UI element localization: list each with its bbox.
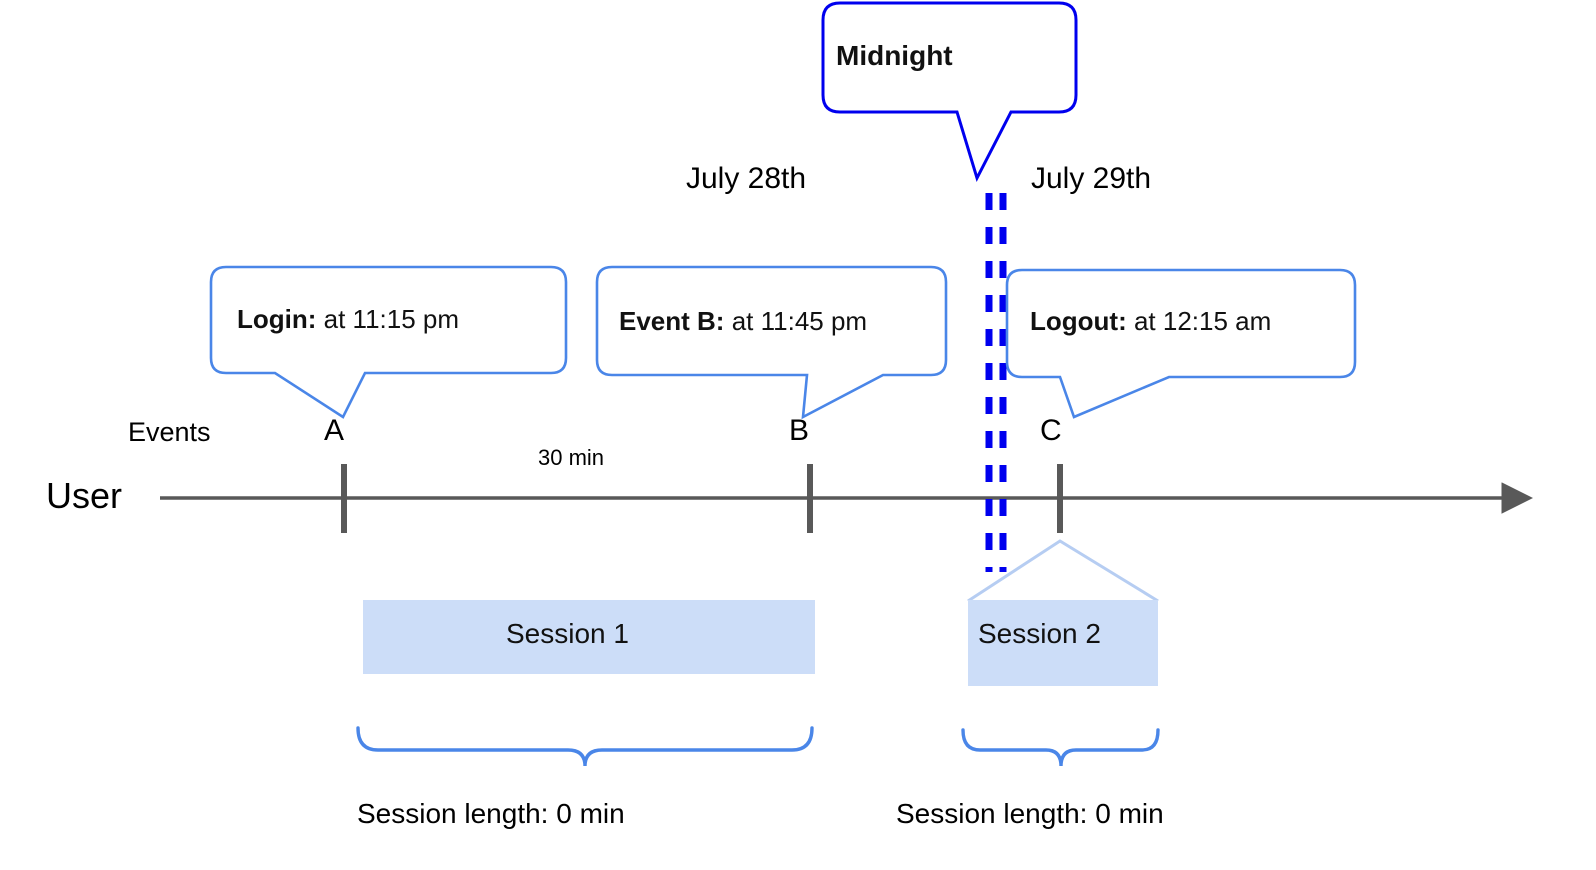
midnight-callout-label: Midnight <box>836 40 953 71</box>
midnight-callout-shape <box>821 1 1078 182</box>
callout-shape-logout <box>1005 268 1357 419</box>
event-letter-c: C <box>1040 414 1062 447</box>
callout-label-login: Login: at 11:15 pm <box>237 303 459 335</box>
session-2-label: Session 2 <box>978 618 1101 649</box>
date-label-right: July 29th <box>1031 162 1152 195</box>
callout-logout-detail: at 12:15 am <box>1126 306 1272 336</box>
session-2-box <box>968 600 1158 686</box>
session-2-length-label: Session length: 0 min <box>896 798 1164 829</box>
session-1-box <box>363 600 815 674</box>
callout-shape-eventb <box>595 265 948 420</box>
callout-label-eventb: Event B: at 11:45 pm <box>619 305 867 337</box>
axis-events-label: Events <box>128 417 211 447</box>
callout-shape-login <box>209 265 568 419</box>
gap-duration-label: 30 min <box>538 445 605 470</box>
event-letter-a: A <box>324 414 345 447</box>
callout-login-detail: at 11:15 pm <box>316 304 460 334</box>
event-letter-b: B <box>789 414 810 447</box>
callout-logout-kind: Logout: <box>1030 306 1127 336</box>
session-2-brace <box>961 728 1160 767</box>
callout-login-kind: Login: <box>237 304 317 334</box>
session-1-label: Session 1 <box>506 618 629 649</box>
session-1-brace <box>356 726 814 767</box>
callout-eventb-kind: Event B: <box>619 306 725 336</box>
axis-row-label-user: User <box>46 475 123 516</box>
date-label-left: July 28th <box>686 162 807 195</box>
session-1-length-label: Session length: 0 min <box>357 798 625 829</box>
callout-label-logout: Logout: at 12:15 am <box>1030 305 1271 337</box>
session2-peak <box>967 539 1159 603</box>
midnight-divider <box>985 193 1007 572</box>
callout-eventb-detail: at 11:45 pm <box>724 306 868 336</box>
